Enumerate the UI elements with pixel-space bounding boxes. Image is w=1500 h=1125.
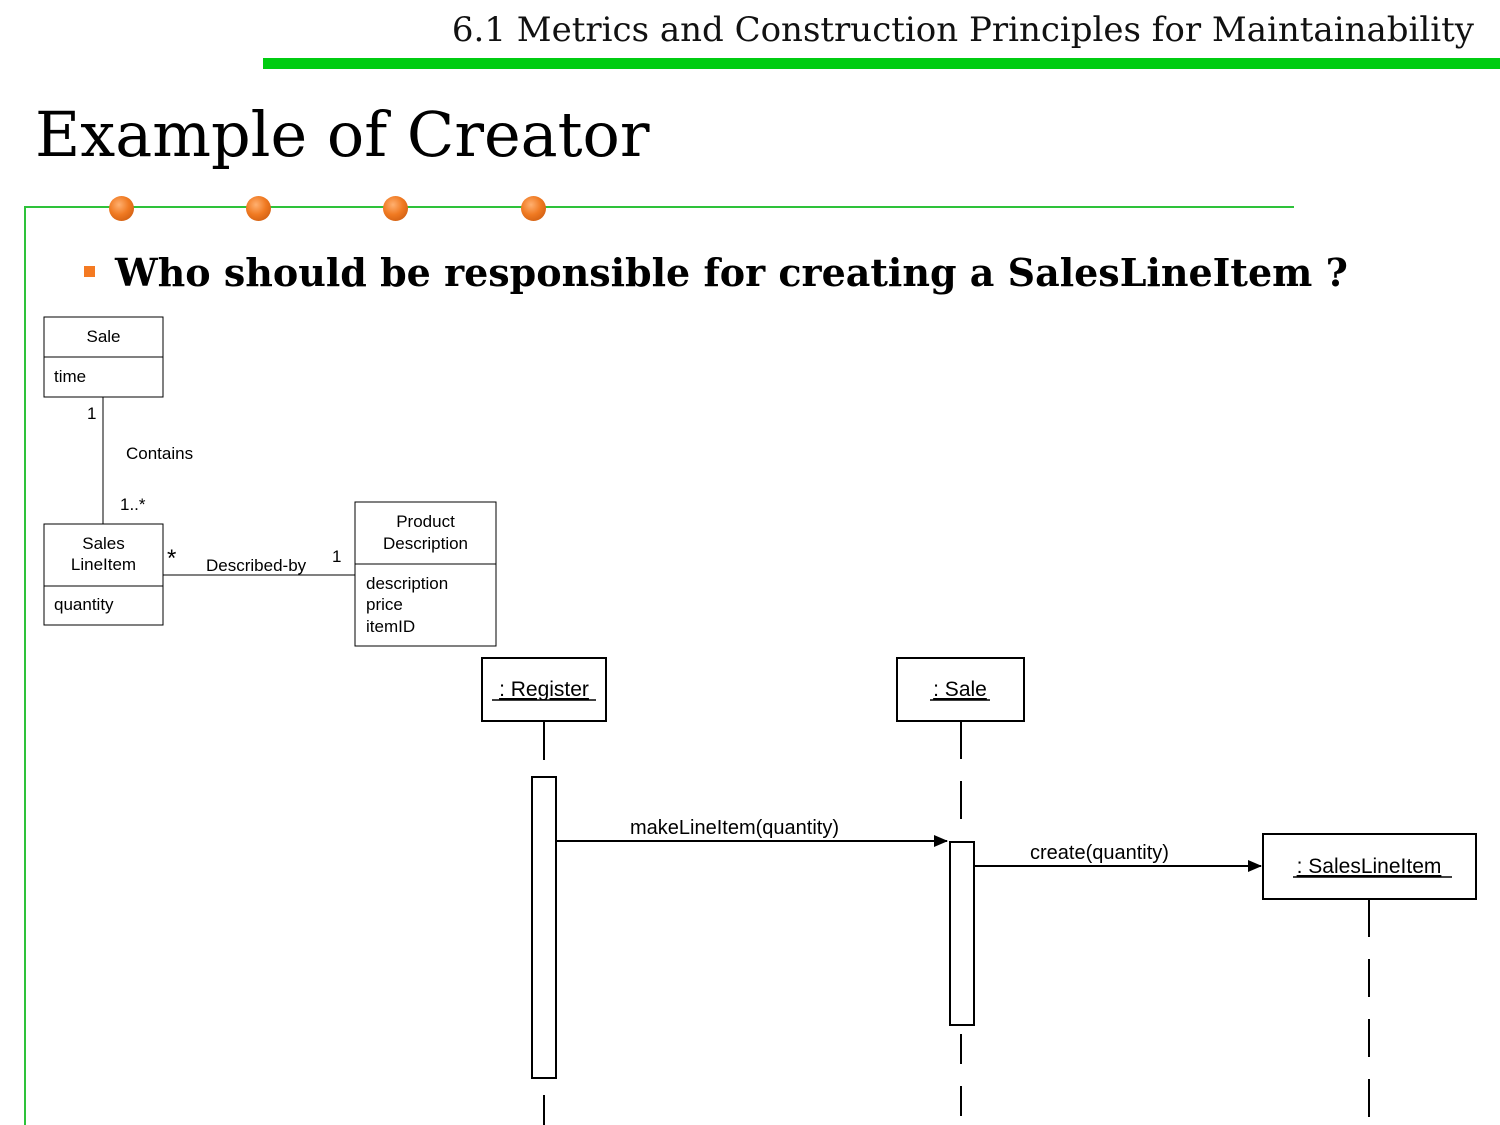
orange-dot-icon <box>521 196 546 221</box>
class-product-name-2: Description <box>383 534 468 553</box>
class-sales-line-item: Sales LineItem quantity <box>43 523 164 626</box>
frame-left-line <box>24 206 26 1125</box>
message-make-line-item: makeLineItem(quantity) <box>556 817 948 847</box>
bullet-question: Who should be responsible for creating a… <box>115 250 1348 295</box>
association-described-by: * Described-by 1 <box>163 545 355 576</box>
class-product-description: Product Description description price it… <box>354 501 497 647</box>
message-create-label: create(quantity) <box>1030 842 1169 864</box>
association-described-by-label: Described-by <box>206 556 307 575</box>
class-product-name-1: Product <box>396 512 455 531</box>
class-sales-line-item-name-1: Sales <box>82 534 125 553</box>
message-create: create(quantity) <box>974 842 1262 872</box>
lifeline-sale: : Sale <box>896 657 1025 1125</box>
multiplicity-product-one: 1 <box>332 547 341 566</box>
activation-sale <box>949 841 975 1026</box>
multiplicity-sale-one: 1 <box>87 404 96 423</box>
class-sales-line-item-name-2: LineItem <box>71 555 136 574</box>
class-product-attribute-description: description <box>366 574 448 593</box>
header-bar <box>263 58 1500 69</box>
class-sale: Sale time <box>43 316 164 398</box>
lifeline-register: : Register <box>481 657 607 1125</box>
slide-title: Example of Creator <box>35 98 650 171</box>
class-sale-attribute: time <box>54 367 86 386</box>
orange-dot-icon <box>383 196 408 221</box>
class-sale-name: Sale <box>86 327 120 346</box>
association-contains-label: Contains <box>126 444 193 463</box>
object-sale-label: : Sale <box>933 678 987 701</box>
orange-dot-icon <box>246 196 271 221</box>
multiplicity-star: * <box>167 545 176 572</box>
object-sales-line-item-label: : SalesLineItem <box>1297 855 1442 878</box>
orange-dot-icon <box>109 196 134 221</box>
activation-register <box>531 776 557 1079</box>
lifeline-sales-line-item: : SalesLineItem <box>1262 833 1477 1125</box>
bullet-square-icon <box>84 266 95 277</box>
header-title: 6.1 Metrics and Construction Principles … <box>451 10 1474 50</box>
association-contains: 1 Contains 1..* <box>87 397 193 524</box>
object-register-label: : Register <box>499 678 589 701</box>
multiplicity-item-many: 1..* <box>120 495 146 514</box>
class-product-attribute-price: price <box>366 595 403 614</box>
class-sales-line-item-attribute: quantity <box>54 595 114 614</box>
frame-top-line <box>24 206 1294 208</box>
message-make-line-item-label: makeLineItem(quantity) <box>630 817 839 839</box>
class-product-attribute-itemid: itemID <box>366 617 415 636</box>
